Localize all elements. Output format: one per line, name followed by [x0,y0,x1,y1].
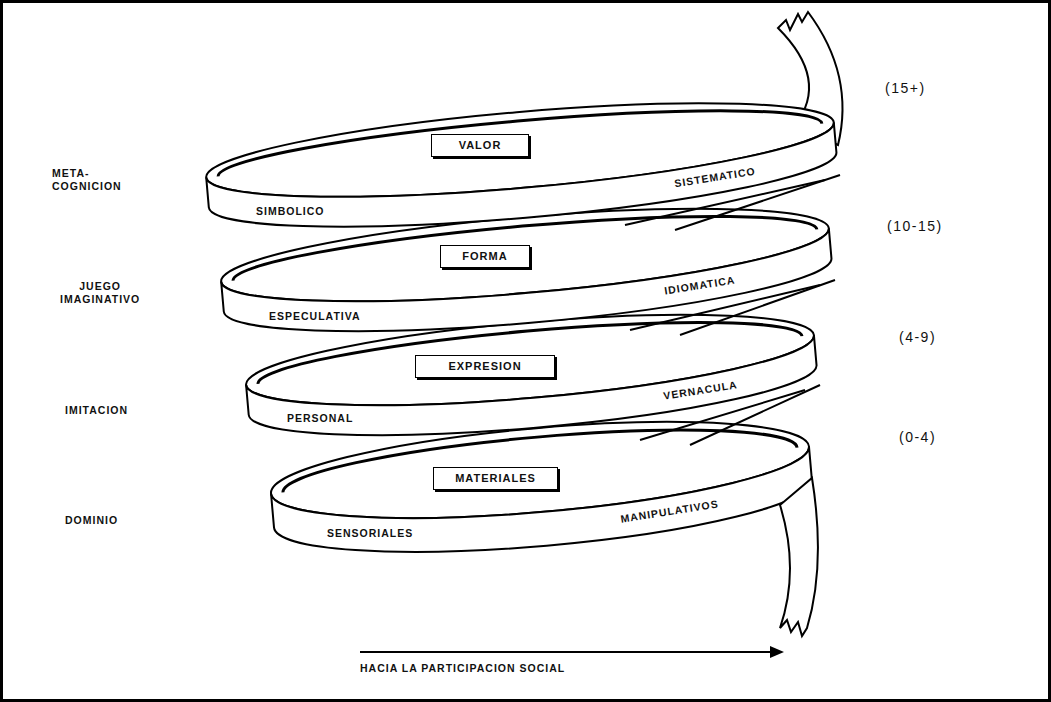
stage-box: MATERIALES [433,467,558,490]
stage-process: META- COGNICION [52,167,122,193]
spiral-tail [780,478,818,636]
direction-arrow [360,651,772,653]
spiral-band [221,228,835,349]
stage-process: IMITACION [65,404,128,417]
age-range: (4-9) [899,329,936,345]
stage-mode: SENSORIALES [327,527,413,540]
age-range: (15+) [885,80,926,96]
stage-mode: PERSONAL [287,412,353,425]
stage-process: JUEGO IMAGINATIVO [60,280,140,306]
stage-name: VALOR [440,139,520,152]
spiral-band [271,446,816,569]
stage-box: FORMA [440,245,530,268]
stage-name: MATERIALES [442,472,549,485]
spiral-band [246,335,820,452]
spiral-turn [203,85,840,246]
stage-mode: ESPECULATIVA [269,310,361,323]
age-range: (0-4) [899,429,936,445]
stage-name: EXPRESION [424,360,546,373]
stage-box: VALOR [431,134,529,157]
stage-box: EXPRESION [415,355,555,378]
arrow-head [770,646,784,658]
axis-caption: HACIA LA PARTICIPACION SOCIAL [360,662,565,675]
age-range: (10-15) [887,218,943,234]
stage-name: FORMA [449,250,521,263]
stage-process: DOMINIO [65,514,118,527]
stage-mode: SIMBOLICO [256,205,325,218]
spiral-band [206,123,840,246]
